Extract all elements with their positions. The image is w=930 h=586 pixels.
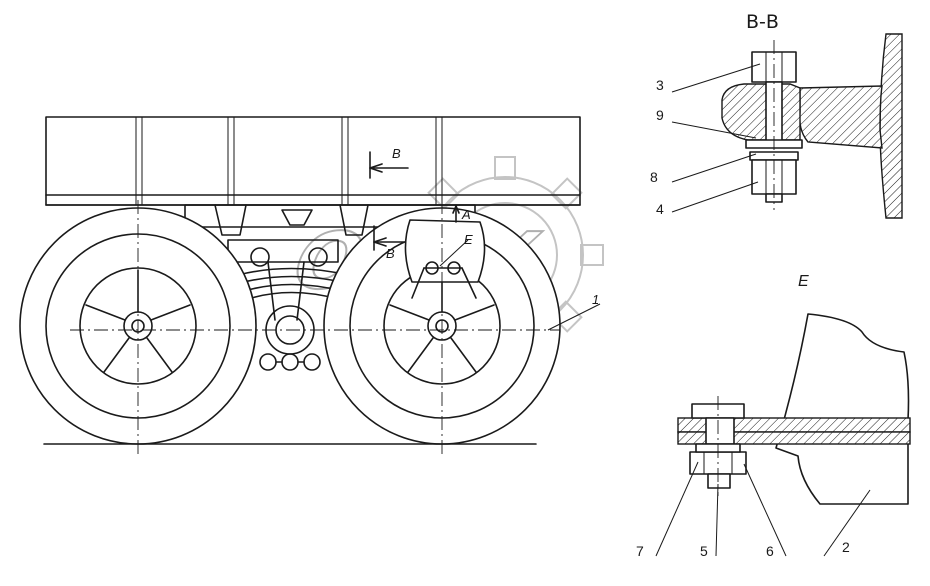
view-e-title: Е [798, 273, 809, 290]
detail-letter-e: Е [464, 232, 473, 247]
callout-9: 9 [656, 107, 757, 139]
detail-callout-e: Е [439, 232, 473, 267]
callout-8: 8 [650, 153, 757, 185]
callout-4-label: 4 [656, 201, 664, 217]
callout-6: 6 [743, 463, 787, 559]
section-bb-title: В-В [746, 11, 779, 33]
callout-1-label: 1 [592, 292, 599, 307]
callout-7: 7 [636, 461, 699, 559]
section-letter-b-lower: В [386, 246, 395, 261]
callout-3-label: 3 [656, 77, 664, 93]
callout-9-label: 9 [656, 107, 664, 123]
callout-5: 5 [700, 483, 719, 559]
frame-beam [45, 116, 581, 206]
callout-4: 4 [656, 181, 759, 217]
callout-2-label: 2 [842, 539, 850, 555]
view-letter-a: А [461, 207, 471, 222]
view-e-detail: Е 7 5 6 2 [636, 273, 911, 559]
section-bb-detail: В-В 3 9 8 [650, 11, 903, 219]
callout-7-label: 7 [636, 543, 644, 559]
section-letter-b-upper: В [392, 146, 401, 161]
callout-5-label: 5 [700, 543, 708, 559]
callout-3: 3 [656, 63, 761, 93]
callout-6-label: 6 [766, 543, 774, 559]
section-mark-b-upper: В [369, 146, 409, 179]
trailer-side-view: В В А Е 1 [19, 116, 601, 455]
view-arrow-a: А [452, 205, 471, 223]
section-mark-b-lower: В [373, 225, 405, 261]
callout-2: 2 [823, 489, 871, 557]
callout-8-label: 8 [650, 169, 658, 185]
callout-1: 1 [547, 292, 601, 331]
